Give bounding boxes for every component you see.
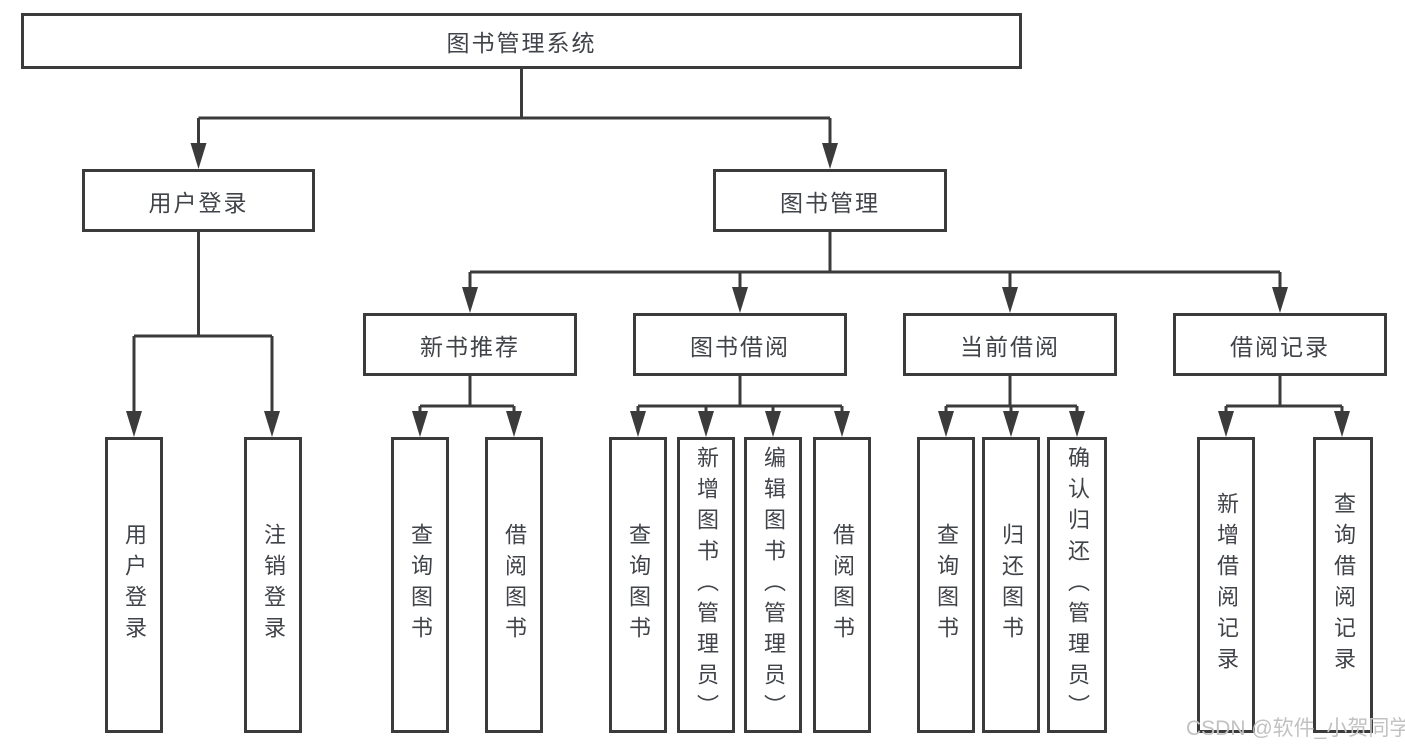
node-label: 当前借阅 xyxy=(960,333,1060,360)
node-label: 借阅记录 xyxy=(1230,333,1330,360)
arrow-down-icon xyxy=(1218,411,1234,437)
leaf-confirm-return-admin: 确认归还（管理员） xyxy=(1047,437,1107,733)
node-label: 新增借阅记录 xyxy=(1214,492,1239,678)
node-label: 新增图书（管理员） xyxy=(694,445,719,725)
node-library-system: 图书管理系统 xyxy=(21,13,1022,69)
leaf-edit-books-admin: 编辑图书（管理员） xyxy=(744,437,802,733)
node-label: 图书借阅 xyxy=(690,333,790,360)
node-label: 图书管理 xyxy=(780,189,880,216)
node-label: 归还图书 xyxy=(999,523,1024,647)
node-user-login: 用户登录 xyxy=(82,169,315,232)
node-label: 查询图书 xyxy=(626,523,651,647)
leaf-query-books-borrow: 查询图书 xyxy=(609,437,667,733)
leaf-add-borrow-record: 新增借阅记录 xyxy=(1197,437,1255,733)
node-book-management: 图书管理 xyxy=(713,169,947,232)
node-borrow-records: 借阅记录 xyxy=(1173,313,1387,376)
leaf-borrow-books-recommend: 借阅图书 xyxy=(485,437,543,733)
arrow-down-icon xyxy=(506,411,522,437)
arrow-down-icon xyxy=(732,287,748,313)
leaf-query-books-current: 查询图书 xyxy=(917,437,975,733)
leaf-logout-login: 注销登录 xyxy=(244,437,302,733)
node-label: 查询图书 xyxy=(934,523,959,647)
node-label: 图书管理系统 xyxy=(446,30,597,56)
node-label: 借阅图书 xyxy=(502,523,527,647)
node-new-book-recommend: 新书推荐 xyxy=(363,313,577,376)
arrow-down-icon xyxy=(1272,287,1288,313)
node-label: 注销登录 xyxy=(261,523,286,647)
leaf-borrow-books: 借阅图书 xyxy=(813,437,871,733)
node-current-borrow: 当前借阅 xyxy=(903,313,1117,376)
arrow-down-icon xyxy=(1003,411,1019,437)
arrow-down-icon xyxy=(765,411,781,437)
arrow-down-icon xyxy=(412,411,428,437)
csdn-watermark: CSDN @软件_小贺同学 xyxy=(1186,717,1405,740)
node-label: 查询图书 xyxy=(408,523,433,647)
leaf-user-login: 用户登录 xyxy=(105,437,163,733)
leaf-add-books-admin: 新增图书（管理员） xyxy=(677,437,735,733)
arrow-down-icon xyxy=(1002,287,1018,313)
node-label: 借阅图书 xyxy=(830,523,855,647)
node-label: 编辑图书（管理员） xyxy=(761,445,786,725)
arrow-down-icon xyxy=(462,287,478,313)
arrow-down-icon xyxy=(822,143,838,169)
node-book-borrow: 图书借阅 xyxy=(633,313,847,376)
arrow-down-icon xyxy=(834,411,850,437)
node-label: 查询借阅记录 xyxy=(1331,492,1356,678)
node-label: 新书推荐 xyxy=(420,333,520,360)
node-label: 确认归还（管理员） xyxy=(1065,445,1090,725)
arrow-down-icon xyxy=(630,411,646,437)
arrow-down-icon xyxy=(1069,411,1085,437)
arrow-down-icon xyxy=(126,411,142,437)
arrow-down-icon xyxy=(698,411,714,437)
arrow-down-icon xyxy=(1334,411,1350,437)
node-label: 用户登录 xyxy=(148,189,249,216)
node-label: 用户登录 xyxy=(122,523,147,647)
arrow-down-icon xyxy=(938,411,954,437)
leaf-query-books-recommend: 查询图书 xyxy=(391,437,449,733)
leaf-return-books: 归还图书 xyxy=(982,437,1040,733)
leaf-query-borrow-record: 查询借阅记录 xyxy=(1313,437,1373,733)
arrow-down-icon xyxy=(264,411,280,437)
arrow-down-icon xyxy=(190,143,207,169)
